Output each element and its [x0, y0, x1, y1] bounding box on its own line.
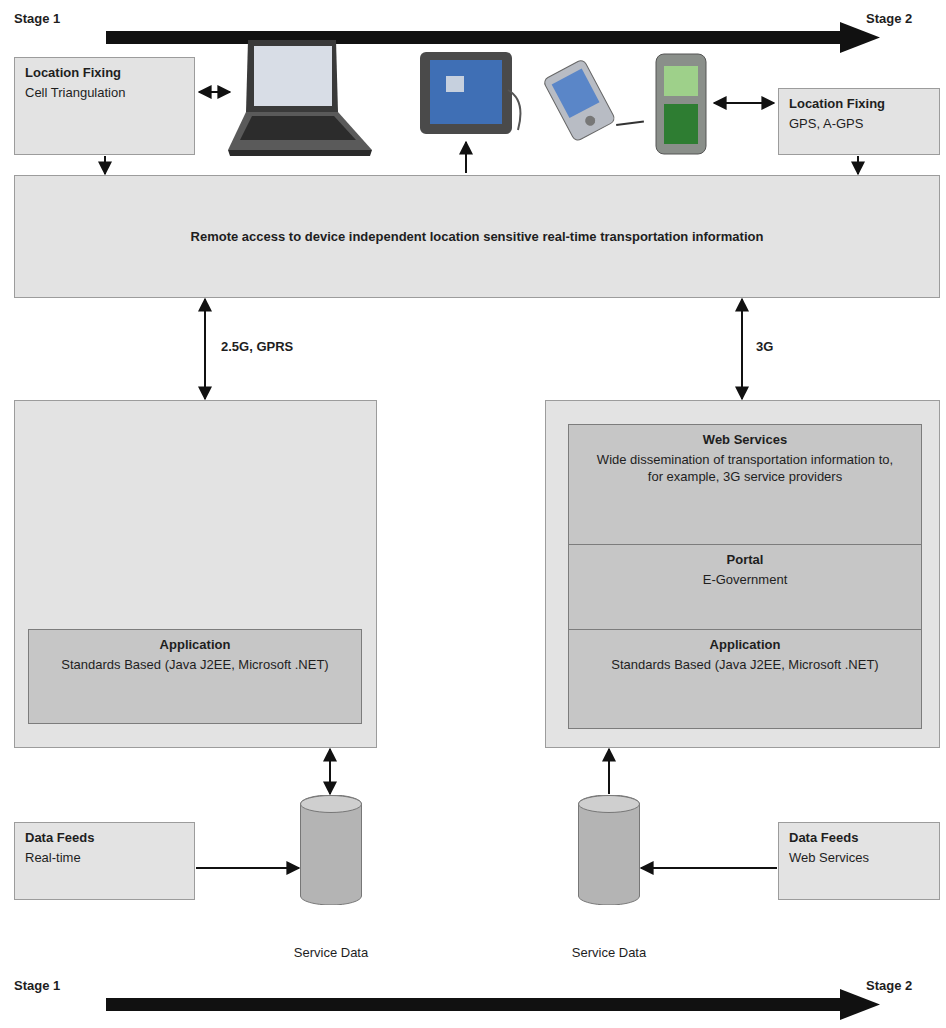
band-text: Remote access to device independent loca…: [191, 228, 764, 245]
location-fixing-box: Location FixingGPS, A-GPS: [778, 88, 940, 155]
box-body: Real-time: [25, 849, 184, 866]
web-services-box: Web ServicesWide dissemination of transp…: [568, 424, 922, 545]
data-feed-box: Data FeedsReal-time: [14, 822, 195, 900]
database-cylinder: Service Data: [578, 795, 640, 905]
pda-illustration: [543, 47, 644, 154]
box-heading: Location Fixing: [25, 64, 184, 81]
box-body: Standards Based (Java J2EE, Microsoft .N…: [591, 656, 899, 673]
connector-label: 3G: [754, 339, 775, 354]
box-heading: Data Feeds: [789, 829, 929, 846]
database-label: Service Data: [251, 945, 411, 960]
connector-arrow: [329, 749, 331, 794]
box-body: Standards Based (Java J2EE, Microsoft .N…: [51, 656, 339, 673]
cylinder-outline: [300, 795, 362, 905]
connector-arrow: [641, 867, 777, 869]
laptop-illustration: [228, 40, 372, 156]
stage-arrow: [106, 989, 880, 1020]
connector-label: 2.5G, GPRS: [219, 339, 295, 354]
box-body: Web Services: [789, 849, 929, 866]
box-heading: Portal: [591, 551, 899, 568]
portal-box: PortalE-Government: [568, 544, 922, 630]
location-fixing-box: Location FixingCell Triangulation: [14, 57, 195, 155]
connector-arrow: [204, 299, 206, 399]
device-arrow: [199, 91, 230, 93]
box-heading: Data Feeds: [25, 829, 184, 846]
data-feed-box: Data FeedsWeb Services: [778, 822, 940, 900]
box-heading: Location Fixing: [789, 95, 929, 112]
stage-label: Stage 2: [866, 11, 912, 26]
stage-label: Stage 2: [866, 978, 912, 993]
database-label: Service Data: [529, 945, 689, 960]
stage-label: Stage 1: [14, 978, 60, 993]
device-arrow: [714, 102, 774, 104]
connector-arrow: [104, 156, 106, 174]
device-arrow: [465, 142, 467, 173]
box-body: Cell Triangulation: [25, 84, 184, 101]
stage-arrow: [106, 22, 880, 53]
stage-container: Web ServicesWide dissemination of transp…: [545, 400, 940, 748]
connector-arrow: [741, 299, 743, 399]
database-cylinder: Service Data: [300, 795, 362, 905]
application-box: ApplicationStandards Based (Java J2EE, M…: [568, 629, 922, 729]
box-heading: Web Services: [591, 431, 899, 448]
box-body: GPS, A-GPS: [789, 115, 929, 132]
tablet-illustration: [420, 52, 520, 134]
stage-label: Stage 1: [14, 11, 60, 26]
phone-illustration: [656, 54, 706, 154]
connector-arrow: [857, 156, 859, 174]
box-heading: Application: [51, 636, 339, 653]
connector-arrow: [196, 867, 299, 869]
box-heading: Application: [591, 636, 899, 653]
cylinder-outline: [578, 795, 640, 905]
application-box: ApplicationStandards Based (Java J2EE, M…: [28, 629, 362, 724]
connector-arrow: [608, 749, 610, 794]
box-body: Wide dissemination of transportation inf…: [591, 451, 899, 485]
stage-container: ApplicationStandards Based (Java J2EE, M…: [14, 400, 377, 748]
box-body: E-Government: [591, 571, 899, 588]
access-band: Remote access to device independent loca…: [14, 175, 940, 298]
